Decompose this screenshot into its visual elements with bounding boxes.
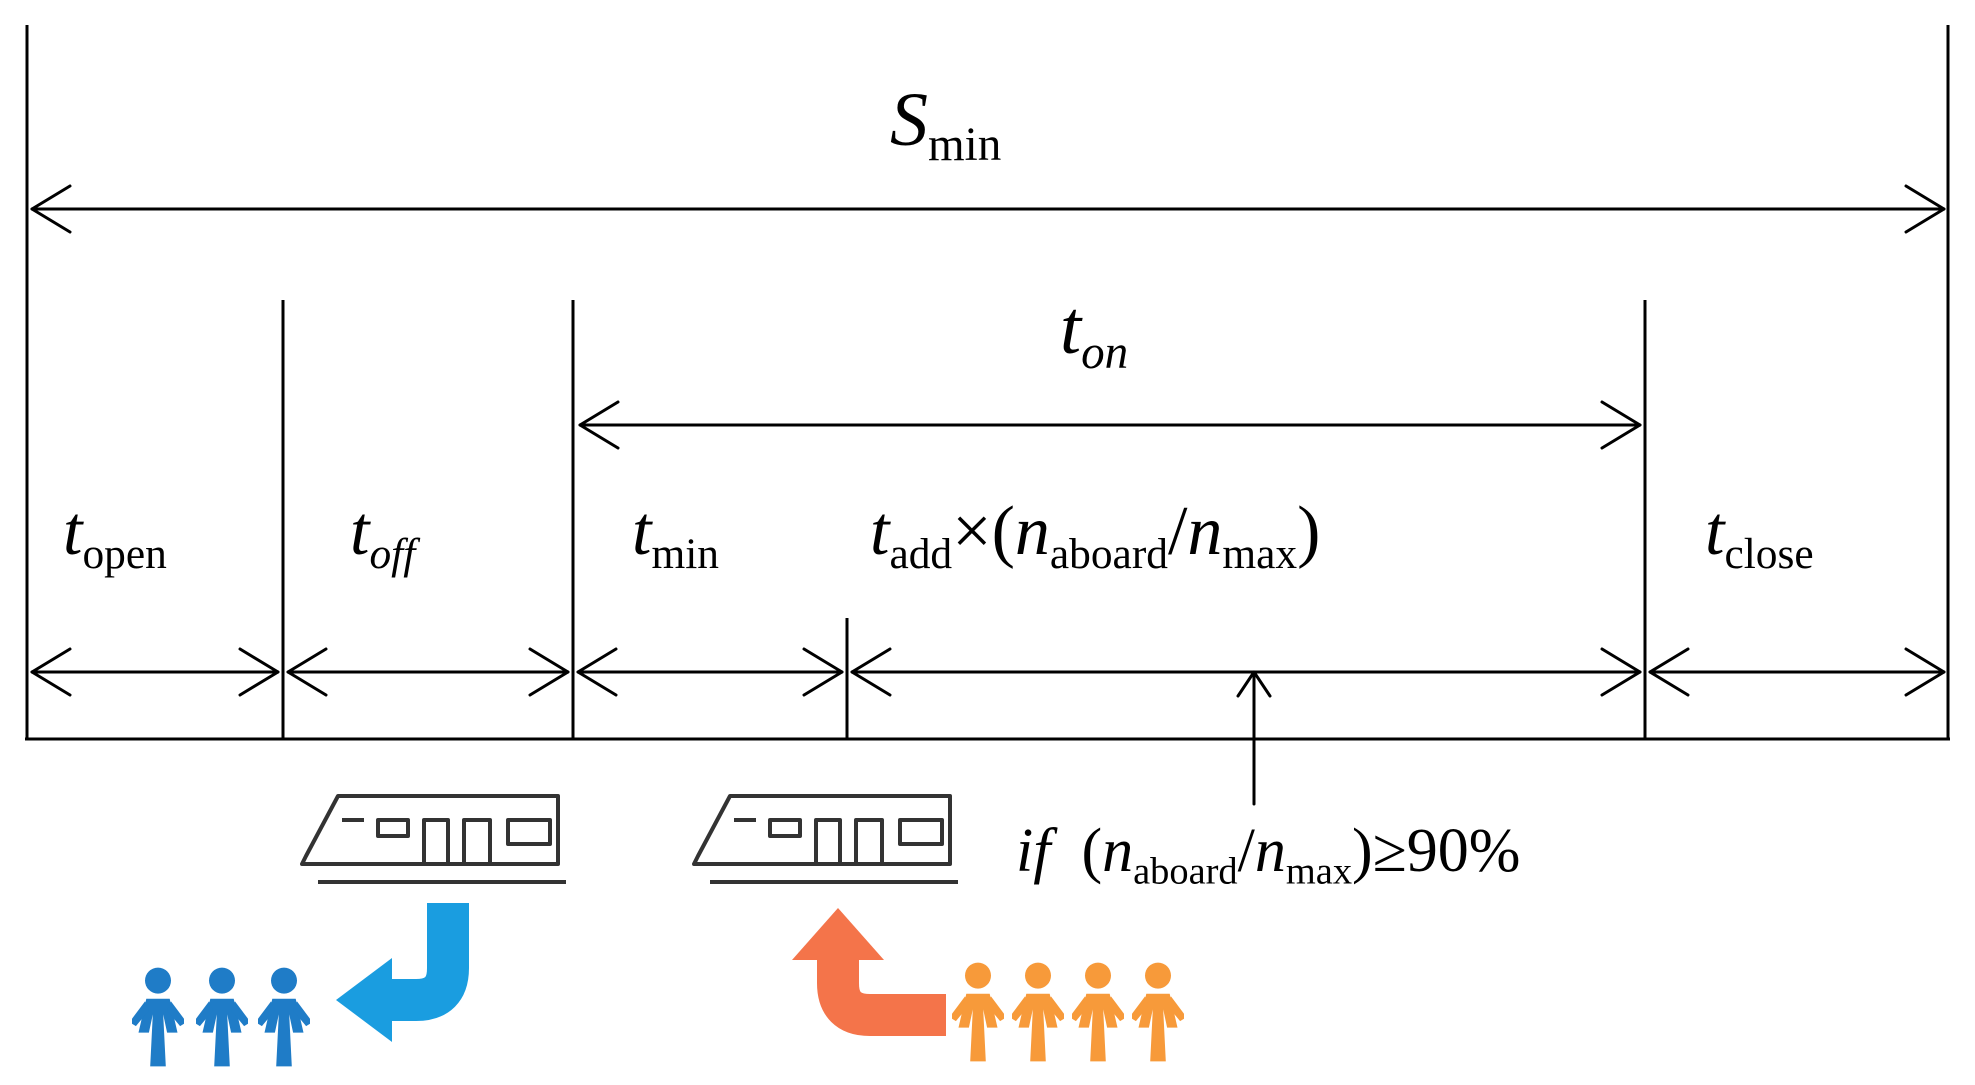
t-off-label: toff [350, 493, 416, 578]
s-min-label: Smin [890, 78, 1002, 172]
condition-label: if (naboard/nmax)≥90% [1016, 817, 1521, 893]
alighting-passengers-icon [132, 967, 310, 1067]
condition-pointer-arrow [1236, 670, 1272, 806]
s-min-dimension-arrow [30, 184, 1946, 234]
t-open-dimension-arrow [30, 647, 280, 697]
t-close-label: tclose [1705, 493, 1814, 578]
t-close-dimension-arrow [1648, 647, 1946, 697]
t-add-formula-label: tadd×(naboard/nmax) [870, 493, 1321, 578]
t-off-dimension-arrow [286, 647, 570, 697]
t-open-label: topen [63, 493, 167, 578]
boarding-passengers-icon [952, 962, 1184, 1062]
t-on-label: ton [1060, 286, 1129, 380]
t-add-dimension-arrow [850, 647, 1642, 697]
train-icon [300, 794, 568, 884]
timeline-frame [25, 25, 1950, 741]
t-on-dimension-arrow [578, 400, 1642, 450]
train-icon [692, 794, 960, 884]
t-min-label: tmin [632, 493, 719, 578]
boarding-arrow-icon [792, 908, 946, 1036]
alighting-arrow-icon [336, 903, 469, 1042]
t-min-dimension-arrow [576, 647, 844, 697]
